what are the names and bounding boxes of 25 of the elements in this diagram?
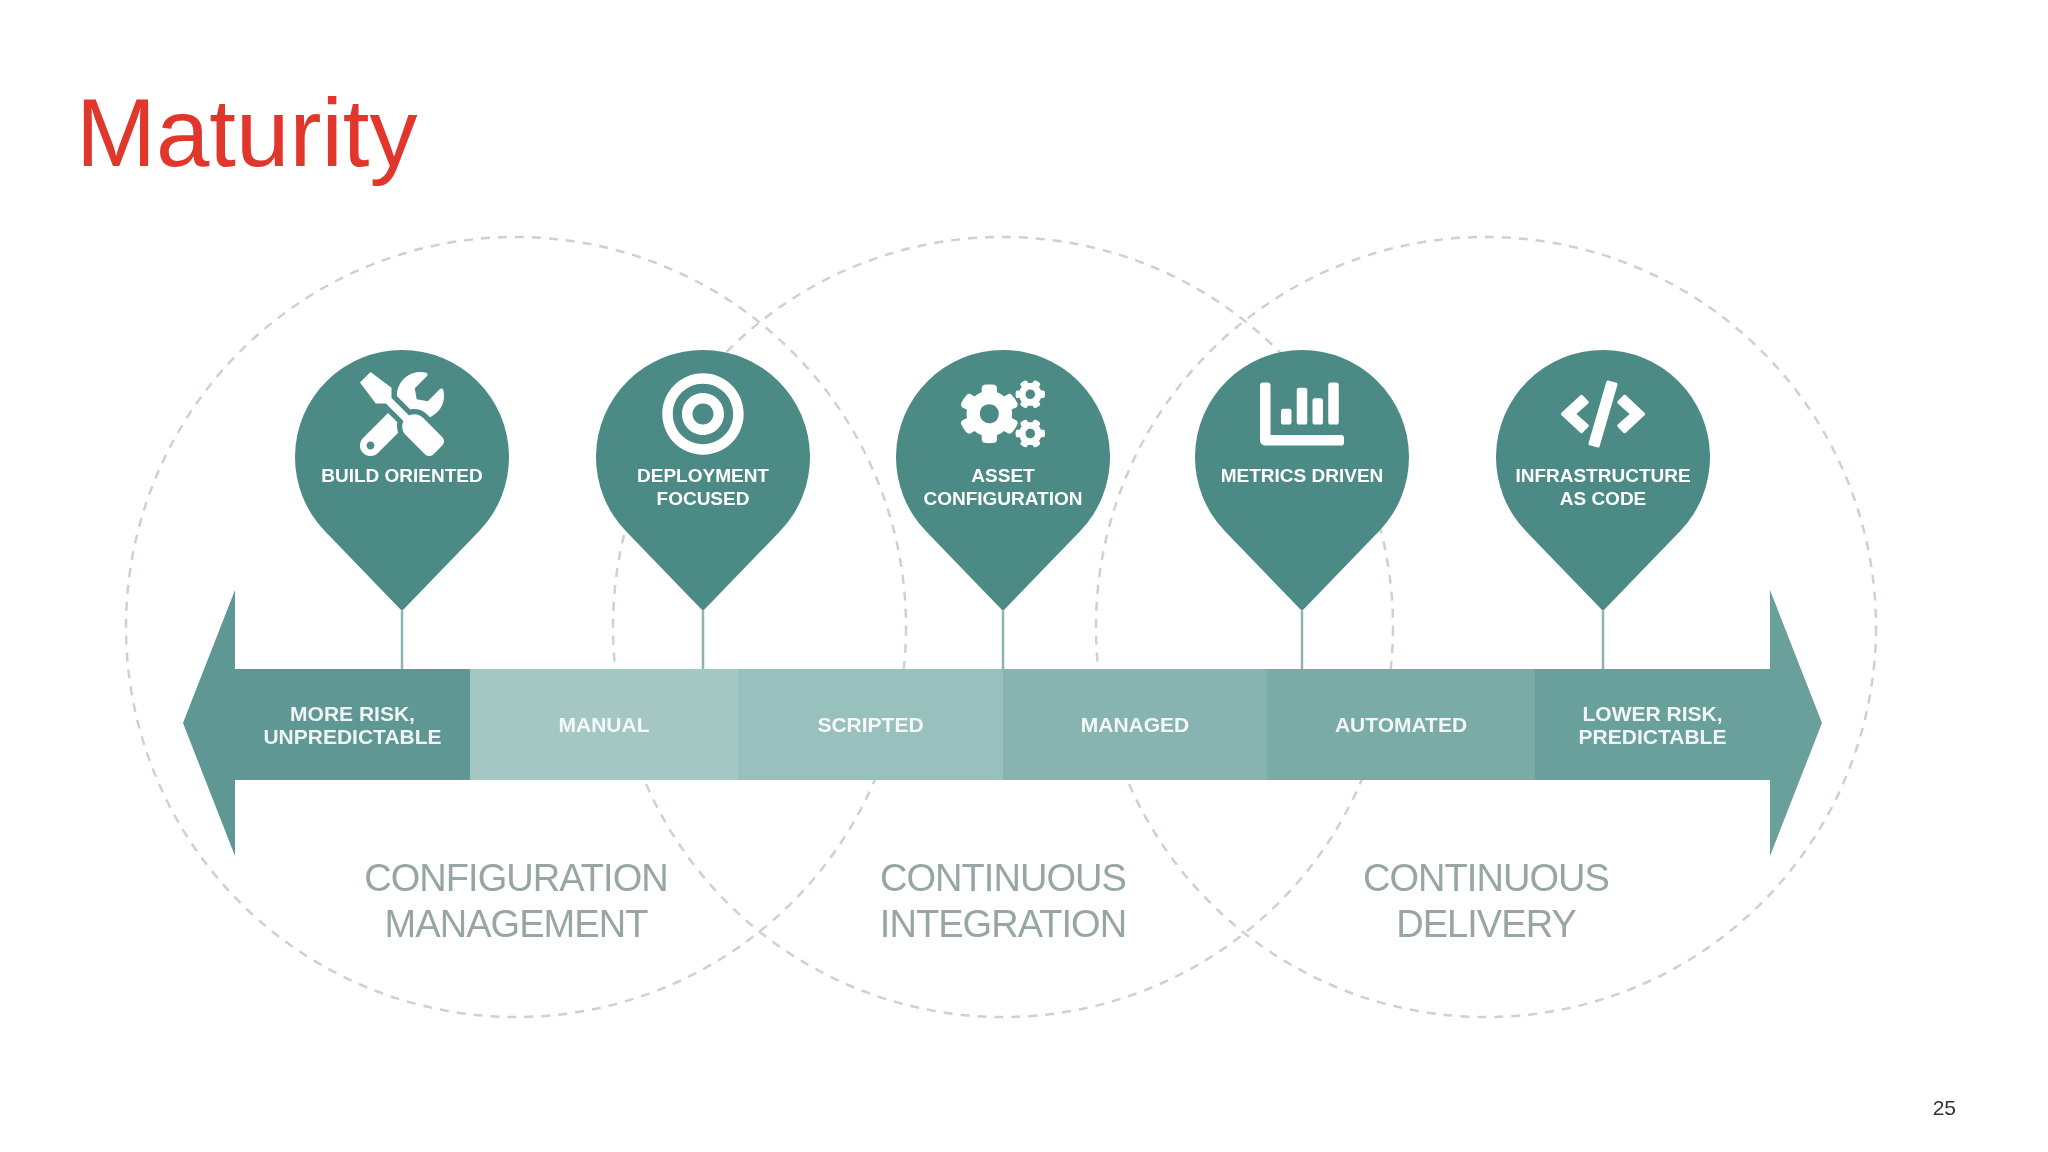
phase-label: CONTINUOUS DELIVERY: [1362, 856, 1610, 947]
segment-label: MANAGED: [1079, 713, 1191, 736]
pin-label: DEPLOYMENT FOCUSED: [636, 464, 770, 510]
scale-segment: [470, 669, 738, 780]
connector-line: [1300, 611, 1304, 669]
slide-title: Maturity: [76, 78, 418, 188]
scale-segment: [738, 669, 1003, 780]
connector-line: [701, 611, 705, 669]
segment-label: SCRIPTED: [816, 713, 925, 736]
connector-line: [400, 611, 404, 669]
segment-label: LOWER RISK, PREDICTABLE: [1577, 701, 1728, 748]
connector-line: [1001, 611, 1005, 669]
phase-label: CONFIGURATION MANAGEMENT: [363, 856, 669, 947]
segment-label: MORE RISK, UNPREDICTABLE: [262, 701, 443, 748]
page-number: 25: [1932, 1095, 1956, 1121]
segment-label: AUTOMATED: [1333, 713, 1469, 736]
pin-label: ASSET CONFIGURATION: [922, 464, 1084, 510]
pin-label: METRICS DRIVEN: [1219, 464, 1385, 487]
scale-segment: [1003, 669, 1267, 780]
phase-label: CONTINUOUS INTEGRATION: [878, 856, 1128, 947]
scale-segment: [1267, 669, 1535, 780]
pin-label: INFRASTRUCTURE AS CODE: [1514, 464, 1692, 510]
pin-label: BUILD ORIENTED: [320, 464, 484, 487]
segment-label: MANUAL: [557, 713, 651, 736]
connector-line: [1601, 611, 1605, 669]
